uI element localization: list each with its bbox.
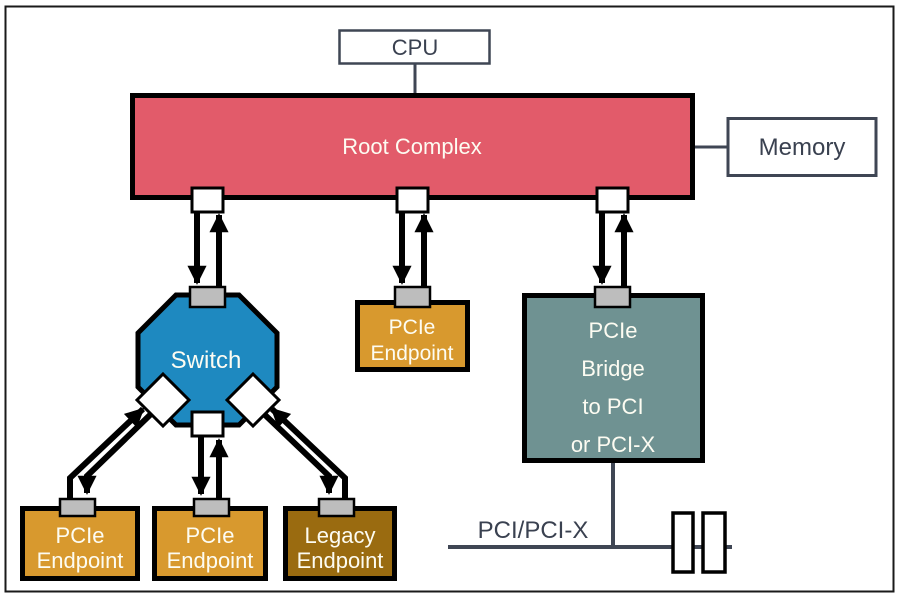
- pcie-endpoint-bottom-mid-label-line1: PCIe: [186, 523, 235, 548]
- bridge-port-icon: [593, 285, 632, 309]
- switch-diamond-port-left-icon: [134, 371, 192, 429]
- switch-diamond-port-right-icon: [224, 371, 282, 429]
- pcie-bridge-label-line3: to PCI: [582, 394, 643, 419]
- memory-label: Memory: [759, 134, 846, 161]
- arrow-up-legacy-switch: [269, 406, 348, 498]
- pcie-bridge-label-line2: Bridge: [581, 356, 645, 381]
- arrow-down-switch-endpoint-left: [77, 411, 154, 495]
- pcie-endpoint-center-label-line2: Endpoint: [371, 342, 454, 365]
- cpu-box: [338, 29, 491, 65]
- pcie-endpoint-bottom-mid-label-line2: Endpoint: [167, 548, 254, 573]
- cpu-label: CPU: [392, 35, 438, 60]
- endpoint-bottom-mid-port-icon: [192, 497, 231, 518]
- pci-bus-label: PCI/PCI-X: [478, 517, 589, 544]
- rc-port-center-icon: [395, 186, 430, 214]
- pci-slot-icon: [671, 511, 695, 574]
- rc-port-right-icon: [595, 186, 630, 214]
- pcie-bridge-box: [522, 293, 705, 463]
- pci-slot-icon: [701, 511, 727, 574]
- pcie-endpoint-bottom-left-label-line2: Endpoint: [37, 548, 124, 573]
- pcie-endpoint-bottom-left-label-line1: PCIe: [56, 523, 105, 548]
- arrow-up-endpoint-left-switch: [67, 406, 146, 498]
- pcie-endpoint-center-label-line1: PCIe: [389, 316, 436, 339]
- switch-bottom-port-icon: [190, 410, 225, 438]
- pcie-bridge-label-line1: PCIe: [589, 318, 638, 343]
- legacy-endpoint-label-line1: Legacy: [305, 523, 376, 548]
- switch-top-port-icon: [188, 285, 227, 309]
- switch-label: Switch: [171, 347, 242, 374]
- legacy-endpoint-label-line2: Endpoint: [297, 548, 384, 573]
- legacy-endpoint-port-icon: [317, 497, 356, 518]
- legacy-endpoint-box: [283, 506, 397, 581]
- arrow-down-switch-legacy: [261, 411, 339, 495]
- endpoint-bottom-left-port-icon: [58, 497, 97, 518]
- rc-port-left-icon: [190, 186, 225, 214]
- pcie-bridge-label-line4: or PCI-X: [571, 432, 656, 457]
- root-complex-label: Root Complex: [342, 134, 481, 159]
- pcie-endpoint-bottom-left-box: [20, 506, 140, 581]
- memory-box: [726, 117, 878, 177]
- endpoint-center-port-icon: [393, 285, 432, 309]
